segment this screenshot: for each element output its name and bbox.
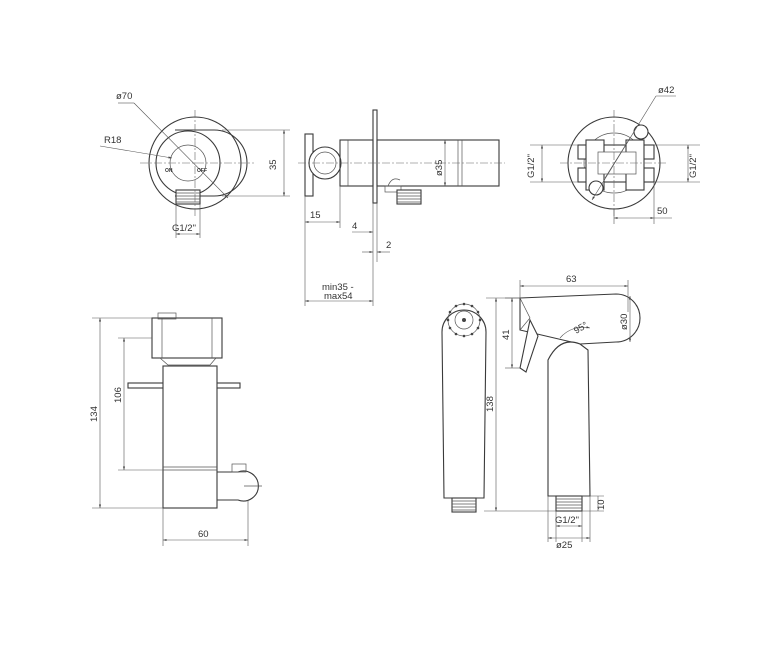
range-line1: min35 - bbox=[322, 282, 354, 293]
dim-15-label: 15 bbox=[310, 210, 321, 221]
dim-10-label: 10 bbox=[596, 499, 607, 510]
rear-view-wall-outlet: ø42 G1/2" G1/2" 50 bbox=[526, 85, 700, 224]
thread-front-label: G1/2" bbox=[172, 223, 196, 234]
thread-rear-left-label: G1/2" bbox=[526, 154, 537, 178]
holder-side-view: 134 106 60 bbox=[89, 312, 262, 546]
dia-30-label: ø30 bbox=[619, 314, 630, 330]
off-label: OFF bbox=[197, 168, 207, 174]
thread-outlet-side bbox=[396, 189, 422, 205]
dia-25-label: ø25 bbox=[556, 540, 572, 551]
dim-138-label: 138 bbox=[485, 396, 496, 412]
dim-63-label: 63 bbox=[566, 274, 577, 285]
dia-70-label: ø70 bbox=[116, 91, 132, 102]
thread-handle-label: G1/2" bbox=[555, 515, 579, 526]
on-label: ON bbox=[165, 168, 173, 174]
spray-handle-front-view bbox=[441, 302, 487, 513]
radius-18-label: R18 bbox=[104, 135, 121, 146]
thread-handle-side bbox=[555, 495, 583, 512]
dim-41-label: 41 bbox=[501, 329, 512, 340]
spray-handle-side-view: 63 41 ø30 95° 138 10 G1/2" ø25 bbox=[484, 274, 641, 551]
dia-35-label: ø35 bbox=[434, 160, 445, 176]
dia-42-label: ø42 bbox=[658, 85, 674, 96]
dim-134-label: 134 bbox=[89, 406, 100, 422]
side-view-wall-outlet: ø35 15 4 2 min35 - max54 bbox=[298, 109, 505, 306]
thread-outlet-front bbox=[175, 189, 201, 205]
dim-106-label: 106 bbox=[113, 387, 124, 403]
dim-60-label: 60 bbox=[198, 529, 209, 540]
height-35-label: 35 bbox=[268, 159, 279, 170]
spray-nozzle-holes bbox=[446, 302, 482, 338]
range-line2: max54 bbox=[324, 291, 353, 302]
thread-handle-front bbox=[451, 497, 477, 513]
front-view-wall-outlet: ø70 R18 ON OFF 35 G1/2" bbox=[99, 91, 290, 238]
dim-2-label: 2 bbox=[386, 240, 391, 251]
dim-4-label: 4 bbox=[352, 221, 357, 232]
thread-rear-right-label: G1/2" bbox=[688, 154, 699, 178]
dim-50-label: 50 bbox=[657, 206, 668, 217]
